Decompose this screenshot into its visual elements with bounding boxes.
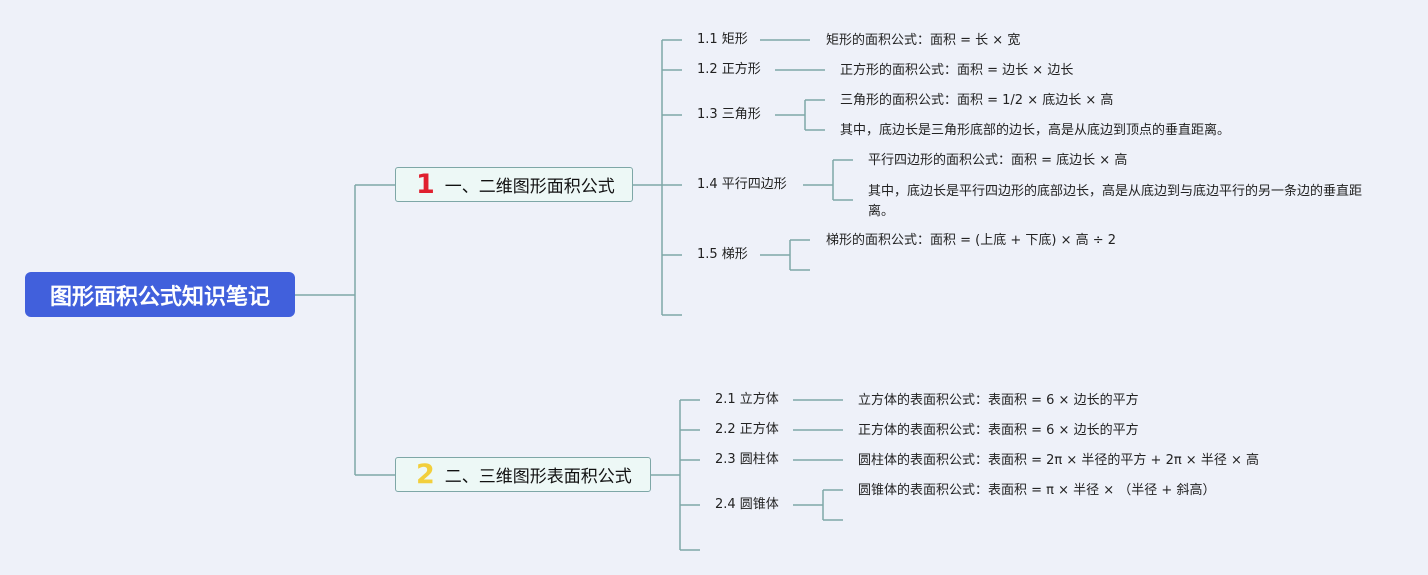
detail-cuboid-formula[interactable]: 立方体的表面积公式：表面积 = 6 × 边长的平方 bbox=[858, 393, 1139, 408]
detail-triangle-note[interactable]: 其中，底边长是三角形底部的边长，高是从底边到顶点的垂直距离。 bbox=[840, 123, 1231, 138]
root-topic[interactable]: 图形面积公式知识笔记 bbox=[25, 272, 295, 317]
subtopic-cuboid[interactable]: 2.1 立方体 bbox=[715, 392, 779, 407]
number-one-icon: 1 bbox=[416, 169, 435, 200]
subtopic-square[interactable]: 1.2 正方形 bbox=[697, 62, 761, 77]
detail-square-formula[interactable]: 正方形的面积公式：面积 = 边长 × 边长 bbox=[840, 63, 1074, 78]
detail-trapezoid-formula[interactable]: 梯形的面积公式：面积 = (上底 + 下底) × 高 ÷ 2 bbox=[826, 233, 1117, 248]
number-two-icon: 2 bbox=[416, 459, 435, 490]
branch-2d-area[interactable]: 1 一、二维图形面积公式 bbox=[395, 167, 633, 202]
detail-parallelogram-note[interactable]: 其中，底边长是平行四边形的底部边长，高是从底边到与底边平行的另一条边的垂直距离。 bbox=[868, 184, 1363, 219]
subtopic-parallelogram[interactable]: 1.4 平行四边形 bbox=[697, 177, 787, 192]
subtopic-cone[interactable]: 2.4 圆锥体 bbox=[715, 497, 779, 512]
subtopic-cube[interactable]: 2.2 正方体 bbox=[715, 422, 779, 437]
detail-cylinder-formula[interactable]: 圆柱体的表面积公式：表面积 = 2π × 半径的平方 + 2π × 半径 × 高 bbox=[858, 453, 1259, 468]
detail-triangle-formula[interactable]: 三角形的面积公式：面积 = 1/2 × 底边长 × 高 bbox=[840, 93, 1114, 108]
detail-cone-formula[interactable]: 圆锥体的表面积公式：表面积 = π × 半径 × （半径 + 斜高） bbox=[858, 483, 1216, 498]
subtopic-trapezoid[interactable]: 1.5 梯形 bbox=[697, 247, 748, 262]
branch-title: 一、二维图形面积公式 bbox=[444, 177, 615, 197]
detail-cube-formula[interactable]: 正方体的表面积公式：表面积 = 6 × 边长的平方 bbox=[858, 423, 1139, 438]
branch-3d-surface-area[interactable]: 2 二、三维图形表面积公式 bbox=[395, 457, 651, 492]
detail-parallelogram-formula[interactable]: 平行四边形的面积公式：面积 = 底边长 × 高 bbox=[868, 153, 1128, 168]
branch-title: 二、三维图形表面积公式 bbox=[444, 467, 632, 487]
subtopic-cylinder[interactable]: 2.3 圆柱体 bbox=[715, 452, 779, 467]
detail-rectangle-formula[interactable]: 矩形的面积公式：面积 = 长 × 宽 bbox=[826, 33, 1021, 48]
subtopic-triangle[interactable]: 1.3 三角形 bbox=[697, 107, 761, 122]
subtopic-rectangle[interactable]: 1.1 矩形 bbox=[697, 32, 748, 47]
